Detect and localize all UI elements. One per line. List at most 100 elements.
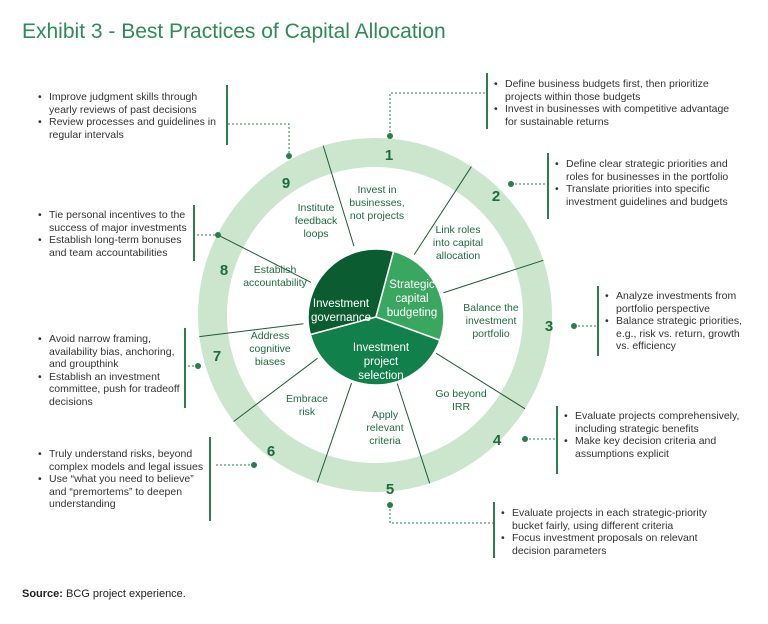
callout-1-item: Define business budgets first, then prio… [494, 78, 734, 103]
callout-bar-2 [547, 153, 549, 219]
center-budgeting-slice [375, 250, 445, 342]
segment-1-label-line: not projects [350, 210, 404, 222]
segment-3-label: Balance the investment portfolio [463, 302, 519, 340]
callout-2-item: Translate priorities into specific inves… [555, 183, 740, 208]
center-selection-label: Investment project selection [353, 342, 410, 382]
connector-dot-3 [571, 323, 577, 329]
segment-2-label-line: into capital [433, 237, 483, 249]
callout-3-item: Balance strategic priorities, e.g., risk… [605, 315, 755, 353]
callout-5-item: Evaluate projects in each strategic-prio… [501, 507, 726, 532]
center-governance-line-1: Investment [313, 298, 370, 310]
center-selection-slice [309, 316, 441, 386]
segment-5-label: Apply relevant criteria [366, 409, 403, 447]
center-budgeting-line-1: Strategic [389, 279, 435, 291]
segment-2-label-line: Link roles [436, 224, 481, 236]
segment-9-label-line: Institute [298, 202, 335, 214]
segment-1-label-line: businesses, [349, 197, 404, 209]
segment-4-label-line: Go beyond [435, 388, 487, 400]
source-label: Source: [22, 588, 63, 600]
segment-7-label-line: Address [251, 330, 290, 342]
segment-divider [199, 323, 304, 338]
callout-2: Define clear strategic priorities and ro… [555, 158, 740, 208]
connector-5 [389, 505, 493, 524]
callout-bar-5 [493, 502, 495, 558]
connector-dot-8 [215, 232, 221, 238]
segment-3-label-line: portfolio [472, 328, 510, 340]
segment-2-label-line: allocation [436, 250, 481, 262]
segment-divider [233, 357, 318, 422]
segment-4-label: Go beyond IRR [435, 388, 487, 413]
segment-divider [217, 234, 312, 283]
segment-6-label: Embrace risk [286, 393, 328, 418]
connector-dot-2 [508, 181, 514, 187]
segment-divider [322, 145, 355, 247]
callout-5-item: Focus investment proposals on relevant d… [501, 532, 726, 557]
segment-5-label-line: Apply [372, 409, 399, 421]
callout-4-item: Evaluate projects comprehensively, inclu… [564, 410, 744, 435]
callout-7-item: Establish an investment committee, push … [38, 371, 181, 409]
callout-4-item: Make key decision criteria and assumptio… [564, 435, 744, 460]
callout-3-item: Analyze investments from portfolio persp… [605, 290, 755, 315]
connector-dot-4 [522, 436, 528, 442]
source-text: BCG project experience. [62, 588, 186, 600]
callout-6-item: Truly understand risks, beyond complex m… [38, 448, 208, 473]
segment-5-label-line: relevant [366, 422, 403, 434]
segment-5-label-line: criteria [369, 435, 401, 447]
callout-2-item: Define clear strategic priorities and ro… [555, 158, 740, 183]
segment-7-label-line: biases [255, 356, 285, 368]
segment-3-label-line: investment [466, 315, 517, 327]
segment-1-label: Invest in businesses, not projects [349, 184, 404, 222]
segment-divider [443, 259, 544, 294]
center-selection-line-2: project [364, 356, 399, 368]
segment-7-label: Address cognitive biases [249, 330, 291, 368]
connector-dot-6 [251, 462, 257, 468]
callout-1: Define business budgets first, then prio… [494, 78, 734, 128]
callout-6: Truly understand risks, beyond complex m… [38, 448, 208, 511]
callout-9: Improve judgment skills through yearly r… [38, 91, 224, 141]
callout-1-item: Invest in businesses with competitive ad… [494, 103, 734, 128]
callout-9-item: Improve judgment skills through yearly r… [38, 91, 224, 116]
segment-8-label-line: accountability [243, 277, 307, 289]
segment-7-label-line: cognitive [249, 343, 291, 355]
segment-9-number: 9 [282, 175, 290, 192]
callout-3: Analyze investments from portfolio persp… [605, 290, 755, 353]
center-selection-line-1: Investment [353, 342, 410, 354]
segment-1-label-line: Invest in [357, 184, 396, 196]
segment-dividers [199, 145, 544, 484]
center-budgeting-line-3: budgeting [387, 307, 438, 319]
segment-8-number: 8 [220, 262, 228, 279]
segment-6-number: 6 [267, 443, 275, 460]
center-selection-line-3: selection [358, 370, 403, 382]
callout-bar-3 [597, 286, 599, 356]
center-governance-label: Investment governance [311, 298, 371, 324]
callout-9-item: Review processes and guidelines in regul… [38, 116, 224, 141]
callout-7-item: Avoid narrow framing, availability bias,… [38, 333, 181, 371]
callout-bar-6 [209, 437, 211, 521]
connector-1 [389, 92, 486, 136]
callout-bar-8 [193, 205, 195, 261]
segment-5-number: 5 [386, 481, 394, 498]
center-governance-line-2: governance [311, 312, 371, 324]
callout-bar-4 [556, 406, 558, 474]
segment-6-label-line: Embrace [286, 393, 328, 405]
segment-4-number: 4 [493, 432, 502, 449]
segment-9-label-line: feedback [295, 215, 338, 227]
center-budgeting-line-2: capital [395, 293, 428, 305]
segment-divider [413, 166, 472, 255]
segment-9-label-line: loops [303, 228, 328, 240]
segment-2-label: Link roles into capital allocation [433, 224, 483, 262]
connector-9 [228, 123, 290, 156]
segment-3-label-line: Balance the [463, 302, 519, 314]
segment-divider [316, 382, 353, 483]
callout-4: Evaluate projects comprehensively, inclu… [564, 410, 744, 460]
segment-2-number: 2 [492, 188, 500, 205]
callout-8: Tie personal incentives to the success o… [38, 209, 190, 259]
source-note: Source: BCG project experience. [22, 588, 186, 600]
callout-8-item: Tie personal incentives to the success o… [38, 209, 190, 234]
segment-divider [396, 383, 431, 484]
segment-7-number: 7 [213, 348, 221, 365]
callout-5: Evaluate projects in each strategic-prio… [501, 507, 726, 557]
connector-dot-9 [286, 153, 292, 159]
segment-divider [435, 352, 526, 410]
